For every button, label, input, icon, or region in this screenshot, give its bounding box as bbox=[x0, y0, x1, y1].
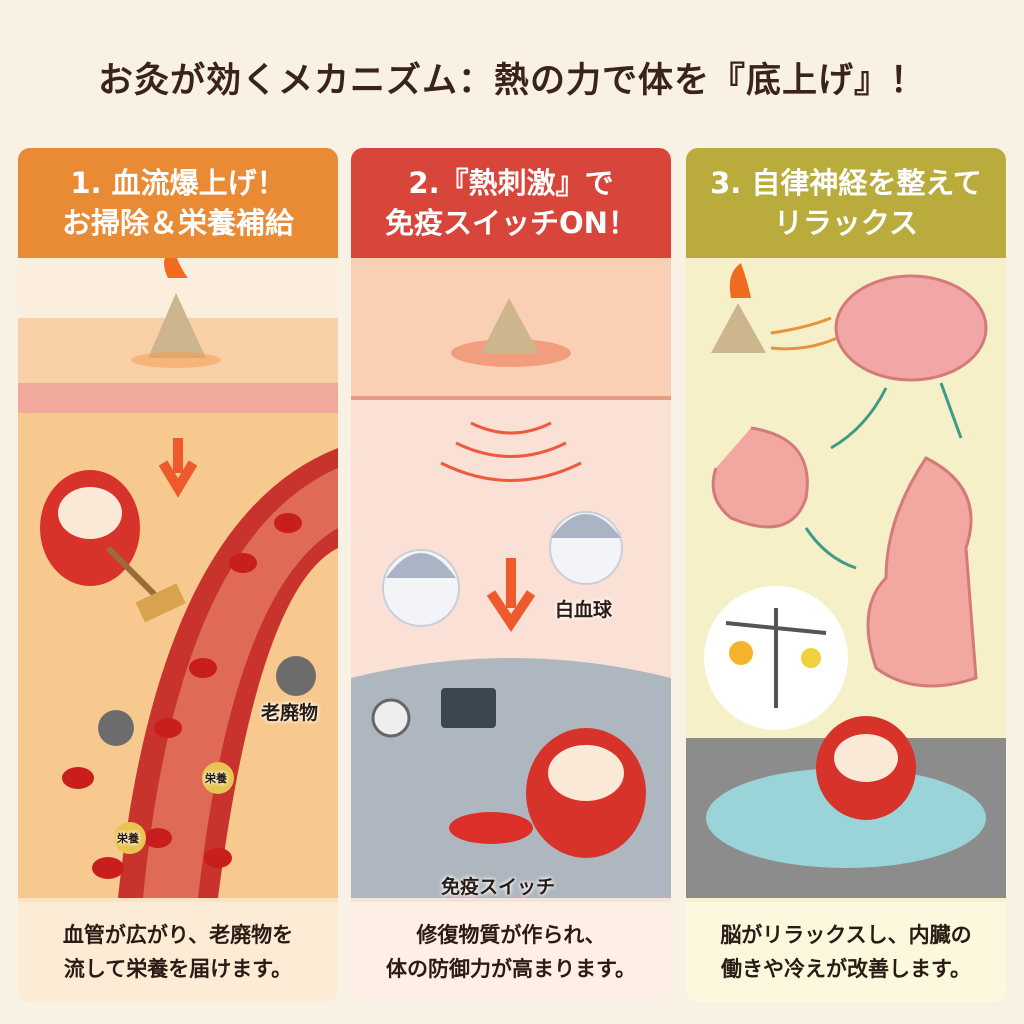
panel-autonomic-nerves: 3. 自律神経を整えて リラックス 脳がリラックスし、内臓の 働きや冷えが改善し… bbox=[686, 148, 1006, 1002]
hot-spring-icon bbox=[706, 768, 986, 868]
monitor-icon bbox=[441, 688, 496, 728]
brush-icon bbox=[105, 545, 186, 623]
heading-line: リラックス bbox=[773, 206, 919, 240]
heading-line: お掃除＆栄養補給 bbox=[61, 206, 294, 240]
panel-heading: 3. 自律神経を整えて リラックス bbox=[686, 148, 1006, 258]
heading-line: 免疫スイッチON！ bbox=[385, 206, 637, 240]
panel-blood-flow: 1. 血流爆上げ！ お掃除＆栄養補給 老廃物 栄養 栄養 血管が広がり、老廃物を… bbox=[18, 148, 338, 1002]
caption-line: 体の防御力が高まります。 bbox=[386, 957, 636, 981]
relax-illustration bbox=[686, 258, 1006, 898]
panel-caption: 脳がリラックスし、内臓の 働きや冷えが改善します。 bbox=[686, 902, 1006, 1002]
nutrient-label: 栄養 bbox=[205, 772, 227, 785]
white-blood-cell-icon bbox=[382, 549, 460, 627]
gauge-icon bbox=[371, 698, 411, 738]
daruma-icon bbox=[526, 728, 646, 858]
nutrient-icon bbox=[114, 822, 146, 854]
switch-button[interactable] bbox=[449, 812, 533, 844]
daruma-icon bbox=[816, 716, 916, 820]
waste-label: 老廃物 bbox=[261, 702, 319, 724]
caption-line: 働きや冷えが改善します。 bbox=[721, 957, 971, 981]
page-title: お灸が効くメカニズム：熱の力で体を『底上げ』！ bbox=[97, 61, 926, 101]
heading-line: 3. 自律神経を整えて bbox=[710, 166, 982, 200]
caption-line: 修復物質が作られ、 bbox=[416, 923, 606, 947]
moxa-cone-icon bbox=[711, 263, 766, 353]
panel-immune-switch: 2.『熱刺激』で 免疫スイッチON！ 白血球 免疫スイッチ 修復物質が作られ、 … bbox=[351, 148, 671, 1002]
white-blood-cell-icon bbox=[549, 511, 623, 585]
nutrient-label: 栄養 bbox=[117, 832, 139, 845]
down-arrow-icon bbox=[486, 558, 536, 633]
heading-line: 2.『熱刺激』で bbox=[408, 166, 614, 200]
flow-arrow-icon bbox=[804, 382, 963, 570]
caption-line: 脳がリラックスし、内臓の bbox=[720, 923, 972, 947]
down-arrow-icon bbox=[158, 438, 198, 498]
caption-line: 血管が広がり、老廃物を bbox=[62, 923, 294, 947]
intestines-icon bbox=[866, 456, 978, 688]
nutrient-icon bbox=[202, 762, 234, 794]
heat-waves-icon bbox=[440, 421, 582, 482]
moxa-cone-icon bbox=[131, 258, 221, 368]
moxa-cone-icon bbox=[481, 298, 539, 353]
panel-heading: 1. 血流爆上げ！ お掃除＆栄養補給 bbox=[18, 148, 338, 258]
caption-line: 流して栄養を届けます。 bbox=[63, 957, 293, 981]
heading-line: 1. 血流爆上げ！ bbox=[70, 166, 286, 200]
panel-caption: 修復物質が作られ、 体の防御力が高まります。 bbox=[351, 902, 671, 1002]
panel-caption: 血管が広がり、老廃物を 流して栄養を届けます。 bbox=[18, 902, 338, 1002]
stomach-icon bbox=[711, 426, 809, 529]
immune-illustration bbox=[351, 258, 671, 898]
brain-icon bbox=[834, 274, 988, 382]
panel-heading: 2.『熱刺激』で 免疫スイッチON！ bbox=[351, 148, 671, 258]
immune-switch-label: 免疫スイッチ bbox=[441, 876, 556, 898]
balance-scale-icon bbox=[704, 586, 848, 730]
white-blood-cell-label: 白血球 bbox=[555, 599, 613, 621]
waste-particle-icon bbox=[98, 710, 134, 746]
blood-vessel-illustration bbox=[18, 258, 338, 898]
waste-particle-icon bbox=[276, 656, 316, 696]
